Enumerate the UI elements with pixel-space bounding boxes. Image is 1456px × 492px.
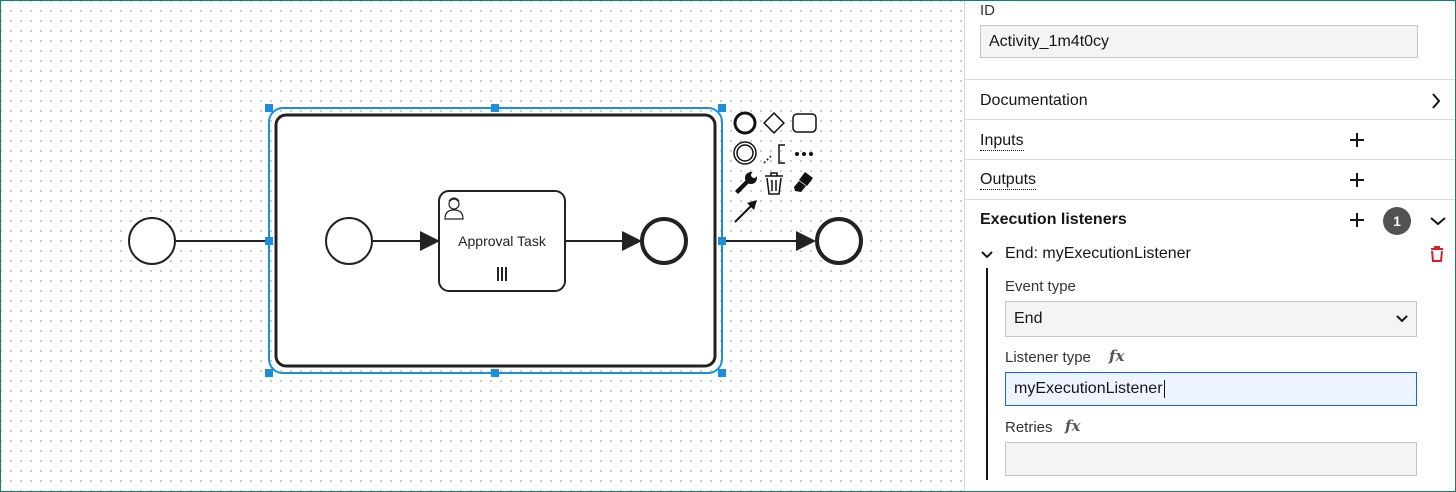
event-type-value: End (1014, 310, 1043, 327)
collapse-listener-icon[interactable] (981, 251, 993, 259)
user-icon (444, 197, 464, 220)
id-input[interactable]: Activity_1m4t0cy (980, 25, 1418, 58)
select-chevron-icon (1396, 315, 1408, 323)
wrench-icon[interactable] (735, 172, 757, 194)
id-value: Activity_1m4t0cy (989, 32, 1110, 50)
start-event[interactable] (128, 217, 176, 265)
inputs-section[interactable]: Inputs (965, 119, 1455, 160)
fx-icon[interactable]: fx (1109, 347, 1125, 365)
outputs-section[interactable]: Outputs (965, 159, 1455, 200)
text-caret (1163, 380, 1165, 398)
listener-type-value: myExecutionListener (1014, 380, 1163, 397)
outputs-title: Outputs (980, 171, 1037, 190)
append-gateway-icon[interactable] (763, 112, 785, 134)
add-listener-icon[interactable] (1350, 213, 1364, 227)
listener-count-badge: 1 (1383, 207, 1411, 235)
diagram-svg: Approval Task (128, 104, 863, 377)
fx-icon[interactable]: fx (1065, 417, 1081, 435)
chevron-right-icon[interactable] (1431, 93, 1441, 109)
task-label: Approval Task (458, 233, 547, 249)
end-event[interactable] (815, 217, 863, 265)
documentation-section[interactable]: Documentation (965, 79, 1455, 120)
context-pad (733, 111, 817, 223)
paint-brush-icon[interactable] (794, 172, 813, 192)
more-options-icon[interactable] (795, 152, 813, 156)
inner-start-event[interactable] (325, 217, 373, 265)
multi-instance-icon (497, 267, 507, 281)
id-label: ID (980, 2, 995, 19)
text-annotation-icon[interactable] (763, 144, 785, 164)
add-input-icon[interactable] (1350, 133, 1364, 147)
listener-title[interactable]: End: myExecutionListener (1005, 245, 1191, 262)
append-task-icon[interactable] (792, 113, 817, 133)
connect-arrow-icon[interactable] (734, 200, 757, 223)
append-end-event-icon[interactable] (733, 111, 757, 135)
delete-listener-icon[interactable] (1430, 246, 1444, 262)
event-type-select[interactable]: End (1005, 301, 1417, 337)
bpmn-canvas[interactable]: Approval Task (1, 1, 964, 491)
resize-handles[interactable] (265, 104, 726, 377)
append-intermediate-event-icon[interactable] (733, 141, 757, 165)
listener-group-line (986, 268, 988, 480)
execution-listeners-title[interactable]: Execution listeners (980, 211, 1127, 228)
listener-type-input[interactable]: myExecutionListener (1005, 372, 1417, 406)
inputs-title: Inputs (980, 132, 1024, 151)
trash-icon[interactable] (765, 172, 783, 195)
add-output-icon[interactable] (1350, 173, 1364, 187)
inner-end-event[interactable] (640, 217, 688, 265)
documentation-title: Documentation (980, 92, 1088, 109)
listener-type-label: Listener type (1005, 349, 1091, 366)
retries-input[interactable] (1005, 442, 1417, 476)
execution-listeners-section: Execution listeners 1 End: myExecutionLi… (965, 199, 1455, 491)
properties-panel: ID Activity_1m4t0cy Documentation Inputs… (964, 1, 1455, 491)
chevron-down-icon[interactable] (1430, 216, 1446, 226)
event-type-label: Event type (1005, 278, 1076, 295)
retries-label: Retries (1005, 419, 1053, 436)
